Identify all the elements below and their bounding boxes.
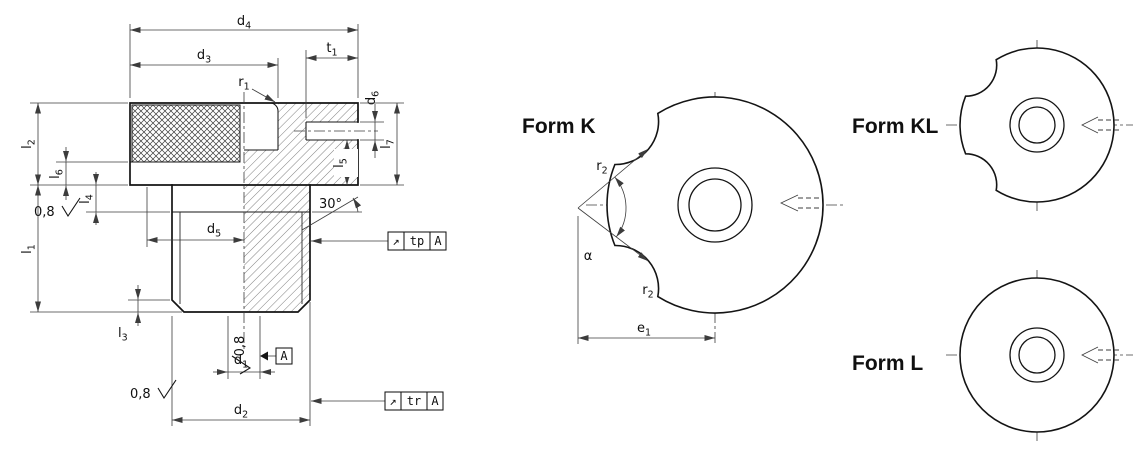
dim-r2-lower: r2: [577, 207, 654, 301]
dim-label-d2: d2: [234, 403, 248, 421]
form-kl-title: Form KL: [852, 115, 939, 138]
form-kl-view: Form KL: [852, 40, 1133, 212]
dim-label-r2-upper: r2: [596, 159, 607, 177]
dim-label-d4: d4: [237, 14, 251, 32]
datum-a-label: A: [280, 349, 288, 363]
dim-r1: r1: [238, 75, 276, 103]
dim-label-t1: t1: [326, 41, 337, 59]
dim-label-l1: l1: [20, 244, 38, 254]
dim-label-d3: d3: [197, 48, 211, 66]
form-k-hub-outer: [677, 167, 753, 243]
dim-label-l5: l5: [332, 158, 350, 168]
dim-label-l2: l2: [20, 139, 38, 149]
roughness-value: 0,8: [233, 336, 248, 357]
dim-label-l6: l6: [48, 169, 66, 179]
form-l-title: Form L: [852, 352, 923, 375]
dim-t1: t1: [305, 41, 358, 118]
dim-label-d6: d6: [364, 91, 382, 105]
form-k-hub-bore: [688, 178, 742, 232]
form-l-hub-outer: [1009, 327, 1065, 383]
form-kl-hub-outer: [1009, 97, 1065, 153]
roughness-value: 0,8: [130, 387, 151, 402]
dim-l3: l3: [118, 285, 170, 344]
dim-l2: l2: [20, 102, 128, 186]
dim-l7: l7: [360, 102, 404, 186]
tr-frame-symbol: tr: [407, 394, 421, 408]
roughness-check-icon: [157, 379, 177, 400]
tp-frame-arrow-icon: ↗: [392, 234, 399, 248]
roughness-check-icon: [61, 197, 81, 218]
dim-angle-30: 30°: [301, 196, 362, 231]
form-k-title: Form K: [522, 115, 596, 138]
dim-label-alpha: α: [584, 249, 593, 264]
form-kl-disc: [959, 47, 1115, 203]
section-view: d4 d3 t1 r1 d6: [20, 14, 447, 426]
dim-d6: d6: [360, 91, 384, 158]
dim-l1: l1: [20, 185, 182, 313]
form-l-direction-arrow-icon: [1081, 346, 1121, 364]
surface-finish-mark-left: 0,8: [34, 197, 81, 220]
datum-a: A: [260, 347, 293, 365]
surface-finish-mark-bottom-center: 0,8: [231, 336, 252, 375]
dim-l5: l5: [332, 140, 358, 185]
tolerance-frame-tr: ↗ tr A: [311, 391, 444, 411]
form-k-view: Form K r2 r2 α e1: [522, 92, 846, 346]
form-kl-hub-bore: [1018, 106, 1056, 144]
form-kl-direction-arrow-icon: [1081, 116, 1121, 134]
dim-r2-upper: r2: [577, 148, 649, 209]
dim-d5: d5: [146, 187, 244, 247]
surface-finish-mark-bottom-left: 0,8: [130, 379, 177, 402]
tp-frame-datum: A: [434, 234, 442, 248]
tp-frame-symbol: tp: [410, 234, 424, 248]
dim-d2: d2: [171, 302, 311, 426]
dim-label-l3: l3: [118, 326, 128, 344]
form-l-view: Form L: [852, 270, 1133, 441]
dim-label-e1: e1: [637, 321, 651, 339]
tr-frame-arrow-icon: ↗: [389, 394, 396, 408]
tolerance-frame-tp: ↗ tp A: [311, 231, 447, 251]
dim-label-angle30: 30°: [319, 197, 342, 212]
dim-label-l7: l7: [379, 139, 397, 149]
form-l-hub-bore: [1018, 336, 1056, 374]
tr-frame-datum: A: [431, 394, 439, 408]
form-l-disc: [959, 277, 1115, 433]
dim-label-d5: d5: [207, 222, 221, 240]
dim-l4: l4: [78, 172, 170, 225]
dim-label-r2-lower: r2: [642, 283, 653, 301]
roughness-value: 0,8: [34, 205, 55, 220]
dim-e1: e1: [577, 216, 715, 344]
form-k-disc: [606, 96, 824, 314]
dim-d4: d4: [129, 14, 359, 98]
dim-label-r1: r1: [238, 75, 249, 93]
form-k-direction-arrow-icon: [780, 194, 822, 212]
dim-l6: l6: [48, 147, 128, 200]
knurl-band: [131, 104, 241, 163]
dim-d3: d3: [130, 48, 279, 98]
section-hatching: [244, 103, 358, 312]
dim-label-l4: l4: [78, 194, 96, 204]
dim-alpha: α: [584, 176, 627, 264]
roughness-check-icon: [231, 355, 252, 375]
centerlines: [243, 92, 378, 350]
